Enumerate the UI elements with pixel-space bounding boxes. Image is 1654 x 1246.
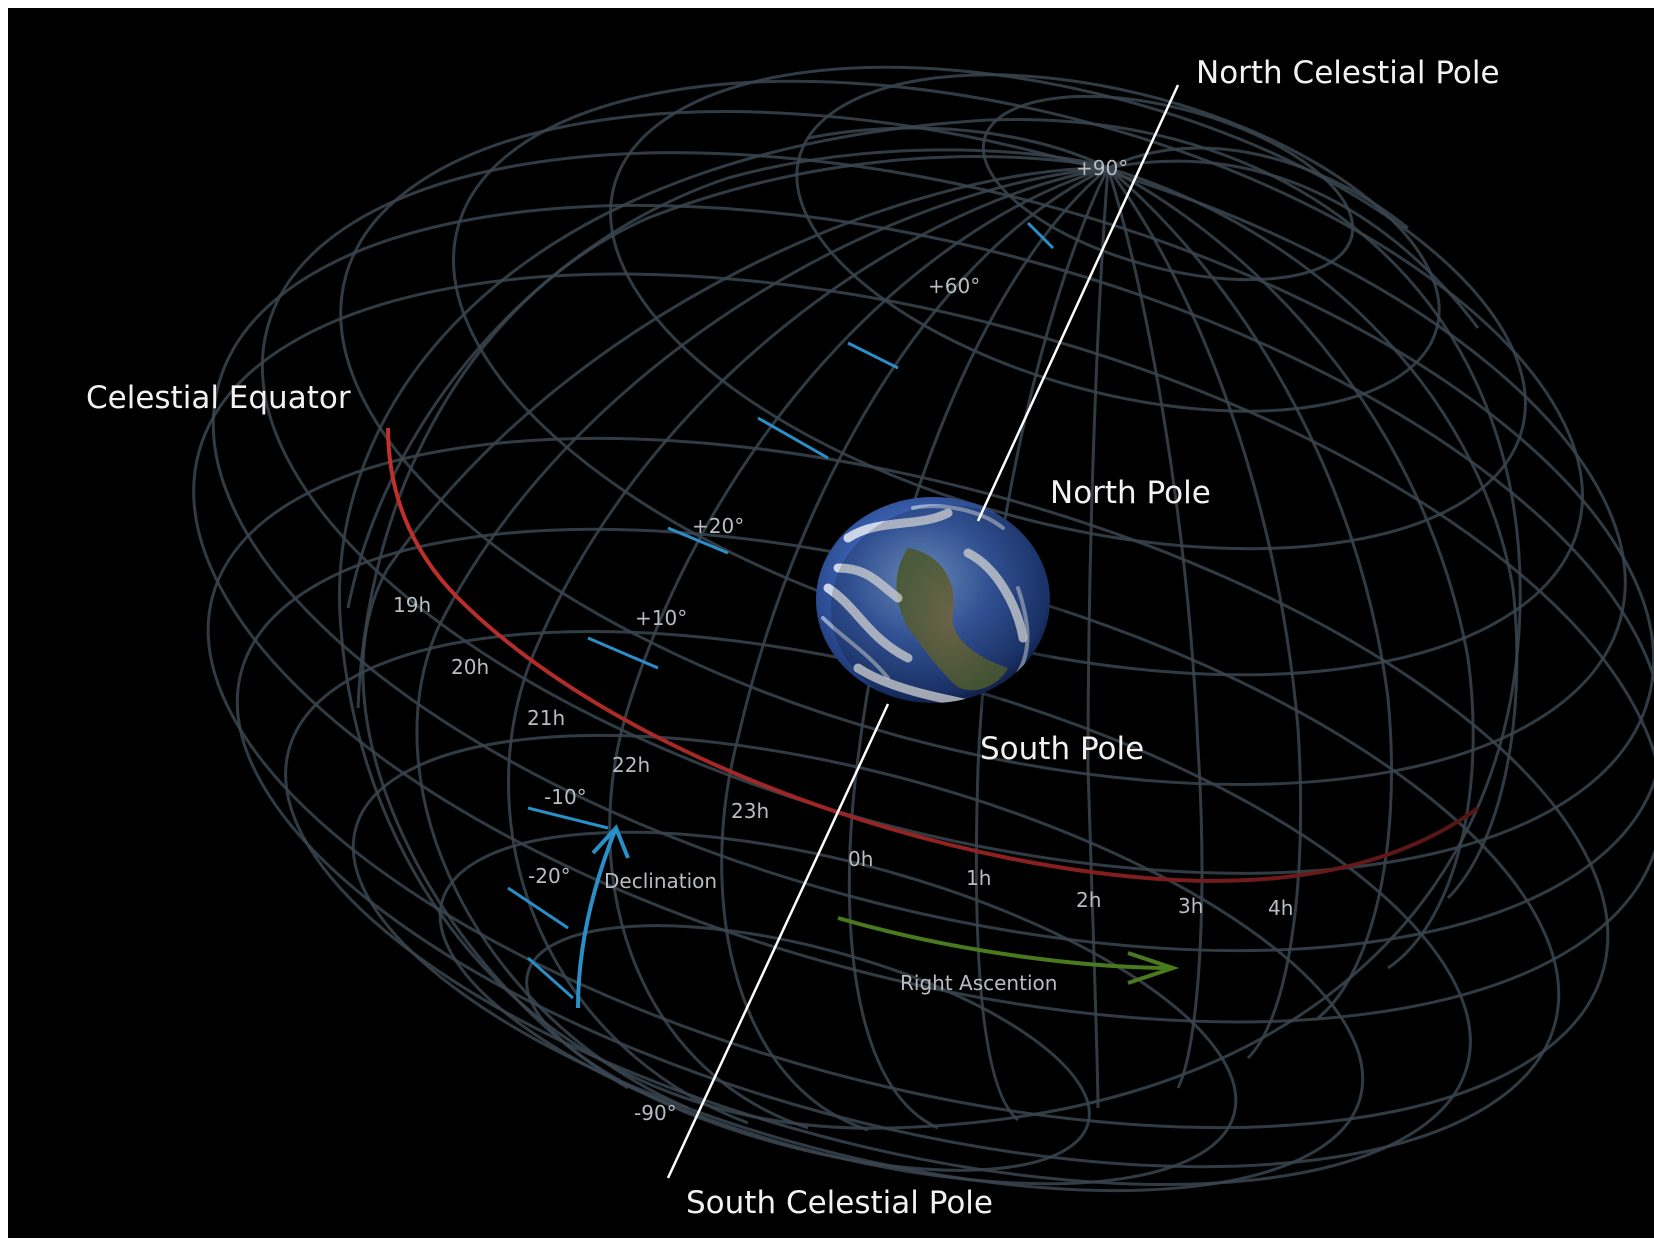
- dec-marker-segment: [507, 886, 569, 930]
- south-pole-label: South Pole: [980, 731, 1144, 767]
- meridian: [507, 166, 1109, 1125]
- meridian: [608, 166, 1109, 1130]
- hour-label-23h: 23h: [731, 799, 769, 823]
- hour-label-2h: 2h: [1076, 888, 1101, 912]
- hour-label-3h: 3h: [1178, 894, 1203, 918]
- declination-arrow: [576, 824, 630, 1009]
- meridian: [356, 155, 1109, 709]
- earth-clouds-fine: [821, 504, 1030, 680]
- earth-surface: [821, 504, 1030, 703]
- hour-label-20h: 20h: [451, 655, 489, 679]
- meridian: [361, 166, 1109, 1090]
- right-ascension-label: Right Ascention: [900, 971, 1057, 995]
- declination-marker-line: [507, 221, 1055, 1000]
- celestial-axis-lower: [666, 703, 890, 1179]
- dec-circle-m60: [525, 924, 1091, 1172]
- hour-label-1h: 1h: [966, 866, 991, 890]
- dec-circle-10: [192, 272, 1654, 1024]
- dec-marker-segment: [1026, 221, 1055, 250]
- meridian: [415, 166, 1109, 1110]
- meridian: [1107, 146, 1409, 230]
- dec-label-minus10: -10°: [544, 785, 587, 809]
- earth-terminator: [831, 505, 1065, 711]
- dec-circle-m10: [206, 436, 1610, 1130]
- earth-globe: [816, 497, 1065, 711]
- dec-circle-60: [609, 65, 1527, 551]
- meridian: [1107, 166, 1475, 970]
- sphere-canvas: North Celestial Pole South Celestial Pol…: [86, 55, 1654, 1221]
- earth-clouds: [823, 508, 1028, 703]
- hour-label-0h: 0h: [848, 847, 873, 871]
- right-ascension-arc: [837, 916, 1174, 970]
- meridian: [1106, 167, 1303, 1060]
- dec-circle-70: [795, 73, 1441, 413]
- meridian: [1086, 167, 1110, 1109]
- celestial-equator-line: [386, 427, 1480, 883]
- dec-marker-segment: [757, 416, 829, 460]
- declination-label: Declination: [604, 869, 717, 893]
- dec-circle-30: [260, 151, 1654, 875]
- north-pole-label: North Pole: [1050, 475, 1211, 511]
- meridian: [1107, 166, 1394, 1020]
- right-ascension-arrow: [837, 916, 1180, 985]
- dec-label-plus20: +20°: [692, 514, 744, 538]
- dec-label-plus90: +90°: [1076, 156, 1128, 180]
- hour-label-4h: 4h: [1268, 896, 1293, 920]
- dec-marker-segment: [527, 806, 609, 830]
- south-celestial-pole-label: South Celestial Pole: [686, 1185, 993, 1221]
- north-celestial-pole-label: North Celestial Pole: [1196, 55, 1500, 91]
- dec-label-plus60: +60°: [928, 274, 980, 298]
- celestial-axis-upper: [976, 84, 1180, 522]
- dec-label-minus90: -90°: [634, 1101, 677, 1125]
- meridian: [974, 167, 1110, 1122]
- celestial-equator-label: Celestial Equator: [86, 380, 351, 416]
- meridian: [1107, 166, 1519, 900]
- celestial-sphere-diagram: North Celestial Pole South Celestial Pol…: [8, 8, 1654, 1238]
- dec-circle-20: [211, 203, 1654, 953]
- meridian: [1107, 159, 1480, 329]
- hour-label-22h: 22h: [612, 753, 650, 777]
- declination-arrowhead: [591, 824, 630, 859]
- meridian: [807, 126, 1109, 170]
- meridian: [1106, 167, 1204, 1089]
- right-ascension-arrowhead: [1127, 951, 1180, 985]
- dec-marker-segment: [527, 956, 574, 1000]
- dec-marker-segment: [667, 526, 729, 555]
- meridian: [847, 166, 1109, 1130]
- meridian: [346, 148, 1109, 609]
- dec-circle-40: [339, 110, 1627, 786]
- dec-label-plus10: +10°: [635, 606, 687, 630]
- earth-land: [896, 548, 1008, 691]
- dec-marker-segment: [587, 636, 659, 670]
- declination-arc: [576, 827, 618, 1009]
- hour-label-21h: 21h: [527, 706, 565, 730]
- meridian: [720, 166, 1109, 1132]
- dec-label-minus20: -20°: [528, 864, 571, 888]
- hour-label-19h: 19h: [393, 593, 431, 617]
- dec-circle-m40: [351, 733, 1365, 1193]
- dec-marker-segment: [847, 341, 899, 370]
- celestial-grid: [192, 65, 1654, 1193]
